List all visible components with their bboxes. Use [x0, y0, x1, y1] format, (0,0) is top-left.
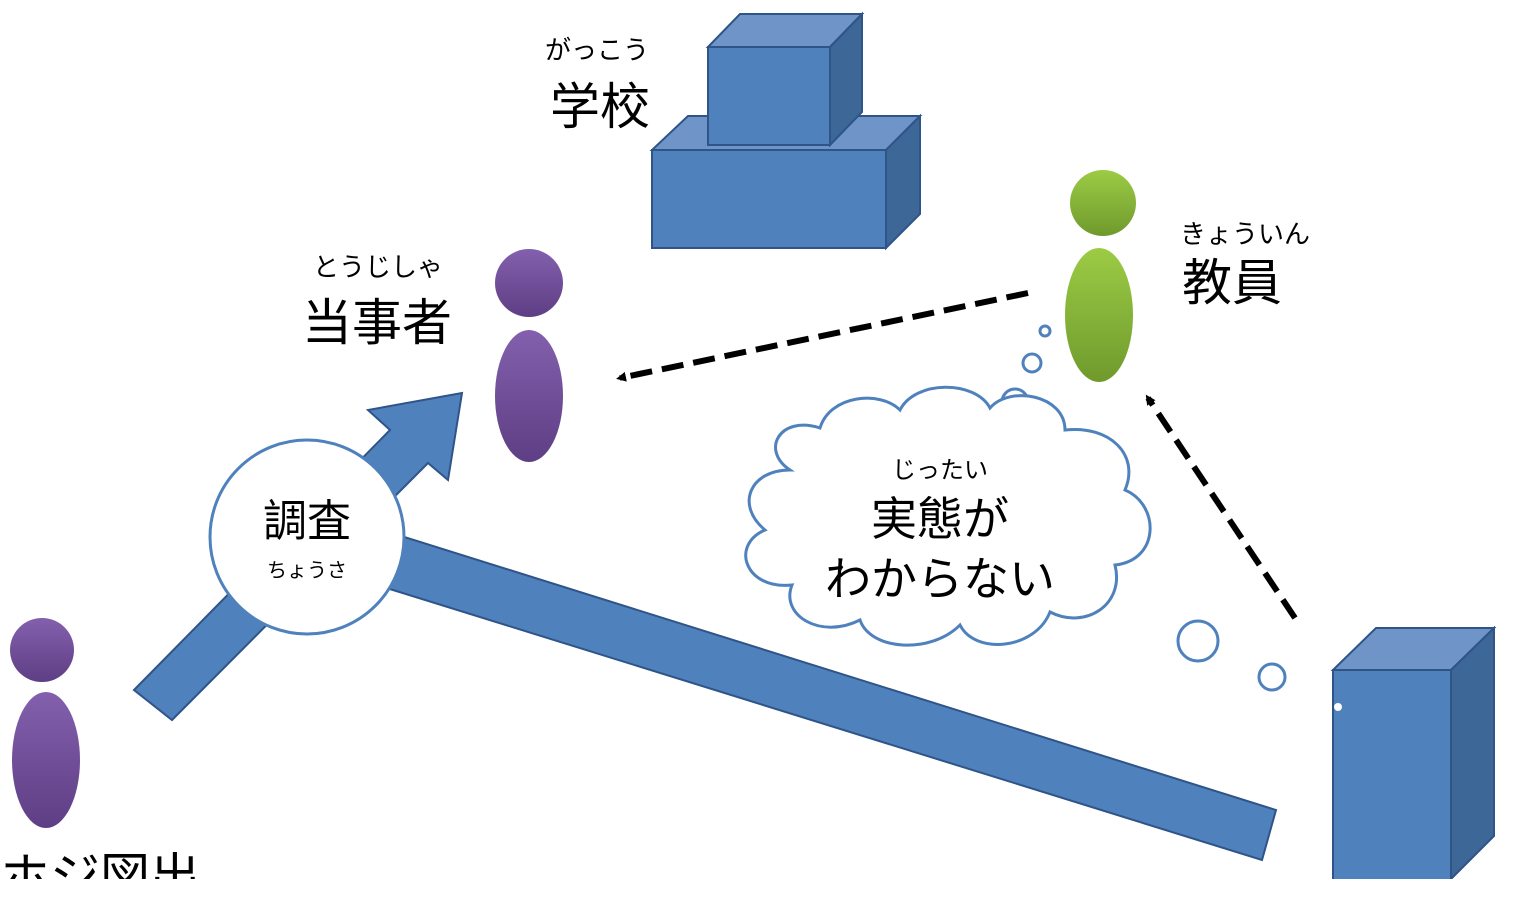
teacher-label: 教員	[1182, 254, 1282, 312]
bottom-person-label: ホジ図出	[0, 848, 200, 906]
teacher-reading: きょういん	[1180, 220, 1311, 250]
cabinet-icon	[1330, 625, 1497, 879]
thought-reading: じったい	[892, 456, 988, 484]
survey-label: 調査	[263, 496, 351, 547]
school-reading: がっこう	[545, 36, 650, 66]
diagram-canvas	[10, 11, 1497, 879]
dashed-arrow-box-to-teacher	[1145, 394, 1298, 620]
party-label: 当事者	[302, 294, 452, 352]
dashed-arrow-teacher-to-party	[616, 290, 1029, 382]
thought-line2: わからない	[825, 552, 1055, 606]
party-person-icon	[495, 249, 563, 462]
party-reading: とうじしゃ	[313, 253, 444, 283]
teacher-person-icon	[1065, 170, 1136, 382]
school-building-icon	[649, 11, 923, 251]
thought-line1: 実態が	[871, 492, 1009, 546]
bottom-person-icon	[10, 618, 80, 828]
survey-reading: ちょうさ	[267, 558, 347, 582]
thought-cloud-icon	[744, 385, 1152, 647]
school-label: 学校	[550, 78, 650, 136]
survey-circle	[208, 438, 406, 636]
